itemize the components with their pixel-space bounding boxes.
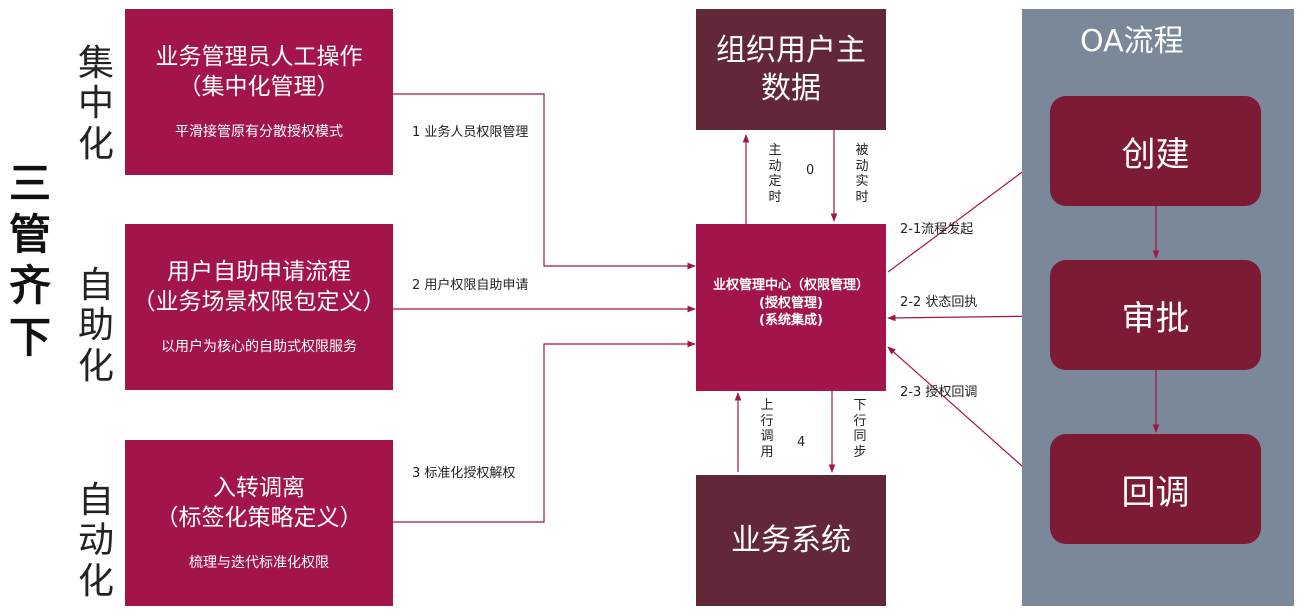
label-passive-realtime: 被动实时 bbox=[855, 143, 869, 205]
box-business-system[interactable]: 业务系统 bbox=[696, 475, 886, 606]
side-title: 三管齐下 bbox=[8, 158, 52, 363]
edge-label-1: 1 业务人员权限管理 bbox=[412, 125, 529, 140]
box-subtitle: 以用户为核心的自助式权限服务 bbox=[161, 338, 357, 355]
box-subtitle: 梳理与迭代标准化权限 bbox=[189, 554, 329, 571]
box-title-line2: （集中化管理） bbox=[178, 73, 340, 100]
box-subtitle: 平滑接管原有分散授权模式 bbox=[175, 123, 343, 140]
row-label-selfservice: 自助化 bbox=[77, 265, 114, 387]
box-title-line1: 用户自助申请流程 bbox=[167, 259, 351, 285]
label-upstream-call: 上行调用 bbox=[760, 398, 774, 460]
box-title-line2: （业务场景权限包定义） bbox=[132, 288, 386, 315]
edge-label-oa-start: 2-1流程发起 bbox=[900, 222, 974, 237]
box-org-user-master-data[interactable]: 组织用户主 数据 bbox=[696, 9, 886, 130]
box-automation[interactable]: 入转调离 （标签化策略定义） 梳理与迭代标准化权限 bbox=[125, 440, 393, 606]
edge-1 bbox=[393, 93, 696, 270]
row-label-centralized: 集中化 bbox=[77, 43, 114, 165]
row-label-automated: 自动化 bbox=[77, 480, 114, 602]
box-permission-center[interactable]: 业权管理中心（权限管理） (授权管理) (系统集成) bbox=[696, 224, 886, 391]
oa-step-callback[interactable]: 回调 bbox=[1050, 434, 1261, 544]
box-self-service[interactable]: 用户自助申请流程 （业务场景权限包定义） 以用户为核心的自助式权限服务 bbox=[125, 224, 393, 390]
center-line3: (系统集成) bbox=[759, 313, 823, 329]
center-line1: 业权管理中心（权限管理） bbox=[712, 278, 869, 294]
box-centralized-management[interactable]: 业务管理员人工操作 （集中化管理） 平滑接管原有分散授权模式 bbox=[125, 9, 393, 175]
box-title-line1: 入转调离 bbox=[213, 475, 305, 501]
center-line2: (授权管理) bbox=[759, 295, 823, 311]
side-title-text: 三管齐下 bbox=[8, 159, 51, 362]
master-data-line1: 组织用户主 bbox=[716, 33, 866, 68]
edge-label-oa-receipt: 2-2 状态回执 bbox=[900, 295, 978, 310]
edge-label-2: 2 用户权限自助申请 bbox=[412, 278, 529, 293]
edge-label-3: 3 标准化授权解权 bbox=[412, 466, 516, 481]
label-four: 4 bbox=[797, 435, 806, 450]
oa-step-approve[interactable]: 审批 bbox=[1050, 260, 1261, 370]
edge-label-oa-callback: 2-3 授权回调 bbox=[900, 385, 978, 400]
edge-3 bbox=[393, 340, 696, 523]
oa-step-create[interactable]: 创建 bbox=[1050, 96, 1261, 206]
label-downstream-sync: 下行同步 bbox=[853, 398, 867, 460]
label-zero: 0 bbox=[806, 163, 815, 178]
oa-panel-title: OA流程 bbox=[1080, 24, 1184, 59]
box-title-line1: 业务管理员人工操作 bbox=[155, 44, 363, 70]
label-active-timed: 主动定时 bbox=[768, 143, 782, 205]
master-data-line2: 数据 bbox=[761, 70, 821, 106]
box-title-line2: （标签化策略定义） bbox=[155, 504, 363, 531]
